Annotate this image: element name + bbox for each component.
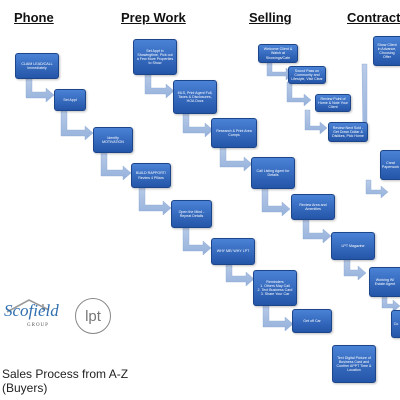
reminder-item: 3. Share Your Car — [260, 292, 290, 297]
connector-arrow — [381, 293, 400, 313]
step-text-digital-card: Text Digital Picture of Business Card an… — [332, 345, 376, 383]
connector-arrow — [262, 304, 294, 332]
step-build-rapport: BUILD RAPPORT/ Review 4 Pillars — [131, 163, 171, 188]
header-contract: Contract — [347, 10, 400, 25]
step-lpt-magazine: LPT Magazine — [331, 232, 375, 260]
diagram-caption: Sales Process from A-Z (Buyers) — [2, 367, 128, 395]
connector-arrow — [60, 109, 94, 141]
step-create-paperwork: Creat Paperwork — [380, 150, 400, 180]
header-selling: Selling — [249, 10, 292, 25]
lpt-logo: lpt — [75, 298, 111, 334]
step-welcome-client: Welcome Client & Watch at Showings/Cafe — [258, 44, 298, 63]
connector-arrow — [304, 109, 328, 135]
step-contract-cropped: Co — [391, 310, 400, 338]
header-prep-work: Prep Work — [121, 10, 186, 25]
reminder-item: 1. Others May Call — [260, 283, 290, 288]
connector-arrow — [261, 187, 291, 217]
connector-arrow — [302, 216, 332, 244]
step-review-area: Review Area and Amenities — [291, 194, 335, 220]
reminder-item: 2. Text Business Card — [257, 288, 293, 292]
scofield-logo: Scofield — [4, 301, 59, 320]
connector-arrow — [25, 77, 55, 103]
connector-arrow — [343, 257, 367, 281]
step-identify-motivation: Identify MOTIVATION — [93, 127, 133, 153]
scofield-logo-sub: GROUP — [27, 323, 49, 328]
step-claim-lead: CLAIM LEAD/CALL Immediately — [15, 53, 59, 79]
step-research-comps: Research & Print Area Comps — [211, 118, 257, 148]
connector-arrow — [182, 226, 212, 256]
step-community-lifestyle: Sound Pass on Community and Lifestyle, V… — [288, 66, 326, 84]
connector-arrow — [144, 73, 175, 99]
step-call-listing-agent: Call Listing Agent for Details — [251, 157, 295, 189]
step-get-off-car: Get off Car — [292, 309, 332, 333]
step-review-next-sold: Review Next Sold - Get Down Dollar & Dis… — [328, 122, 368, 142]
step-set-appt-showingtime: Set Appt in Showingtime, Pick out a Few … — [133, 39, 177, 75]
step-working-estate-agent: Working W/ Estate Agent — [369, 267, 400, 297]
step-reminders: Reminders 1. Others May Call 2. Text Bus… — [253, 270, 297, 306]
reminders-title: Reminders — [266, 279, 284, 284]
step-open-the-mind: Open the Mind - Repeat Details — [171, 200, 212, 228]
connector-arrow — [182, 112, 214, 138]
step-review-point: Review Point of Home & Note Your Client — [315, 94, 351, 112]
step-mls-print: MLS, Print Agent Full, Taxes & Disclosur… — [173, 80, 217, 114]
connector-arrow — [225, 263, 255, 287]
step-show-client: Show Client in Advance, Choosing Offer — [373, 36, 400, 66]
caption-title: Sales Process from A-Z — [2, 367, 129, 381]
caption-subtitle: (Buyers) — [2, 381, 48, 395]
connector-arrow — [365, 179, 389, 199]
connector-arrow — [100, 151, 132, 181]
connector-arrow — [219, 146, 253, 172]
scofield-logo-house-icon — [6, 299, 50, 313]
connector-arrow — [138, 186, 172, 216]
header-phone: Phone — [14, 10, 54, 25]
step-why-me: WHY ME/ WHY LPT — [211, 238, 255, 265]
connector-arrow — [286, 81, 312, 107]
step-set-appt: Set Appt — [54, 89, 86, 111]
